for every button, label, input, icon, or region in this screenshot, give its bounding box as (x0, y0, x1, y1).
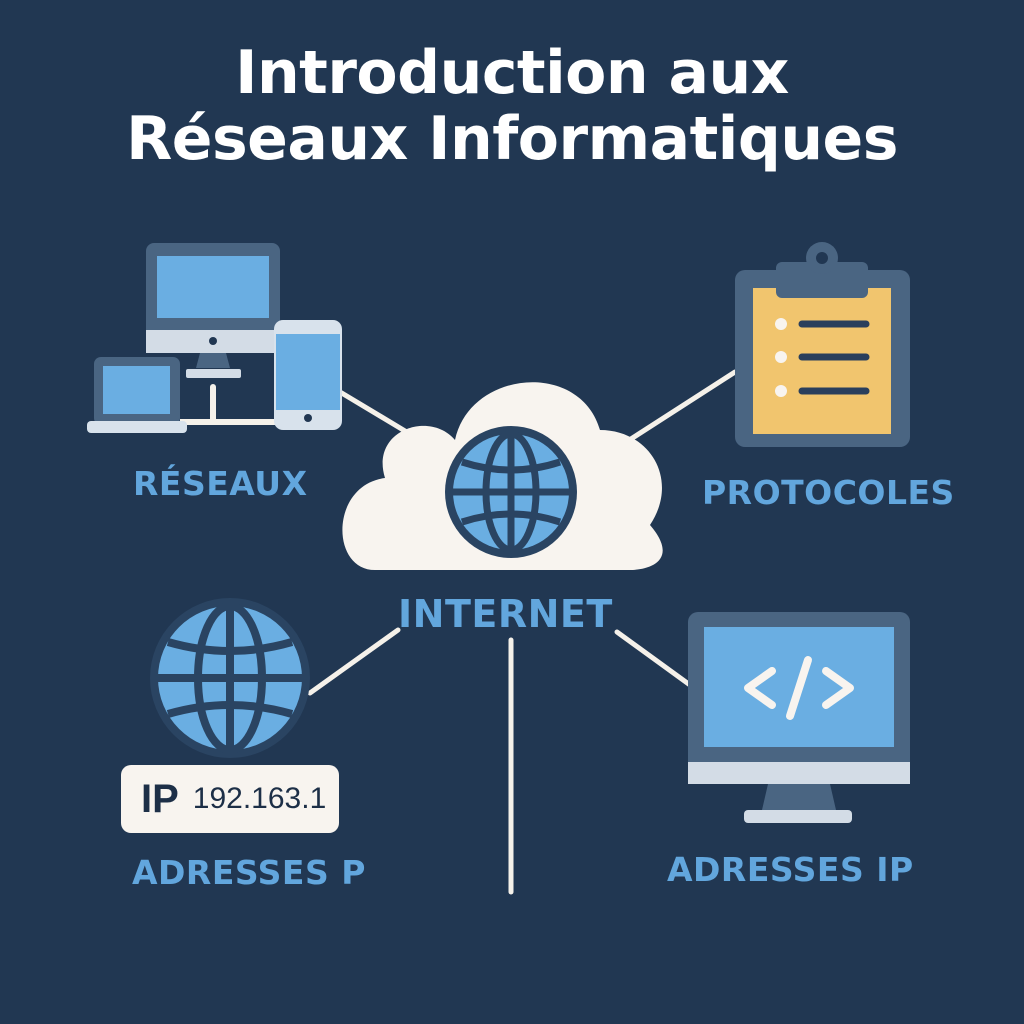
label-adresses-ip: ADRESSES IP (667, 850, 914, 889)
label-adresses-p: ADRESSES P (132, 853, 366, 892)
devices-icon (87, 243, 342, 433)
ip-address-badge: IP 192.163.1 (121, 765, 339, 833)
label-reseaux: RÉSEAUX (133, 464, 308, 503)
clipboard-icon (735, 242, 910, 447)
title-line-2: Réseaux Informatiques (126, 104, 898, 174)
globe-icon (150, 598, 310, 758)
page-title: Introduction aux Réseaux Informatiques (0, 40, 1024, 172)
label-internet: INTERNET (398, 592, 613, 636)
ip-prefix: IP (141, 776, 179, 821)
connector-lines (307, 369, 738, 895)
title-line-1: Introduction aux (235, 38, 789, 108)
code-monitor-icon (688, 612, 910, 823)
globe-icon-center (445, 426, 577, 558)
ip-value: 192.163.1 (192, 782, 327, 815)
label-protocoles: PROTOCOLES (702, 473, 955, 512)
